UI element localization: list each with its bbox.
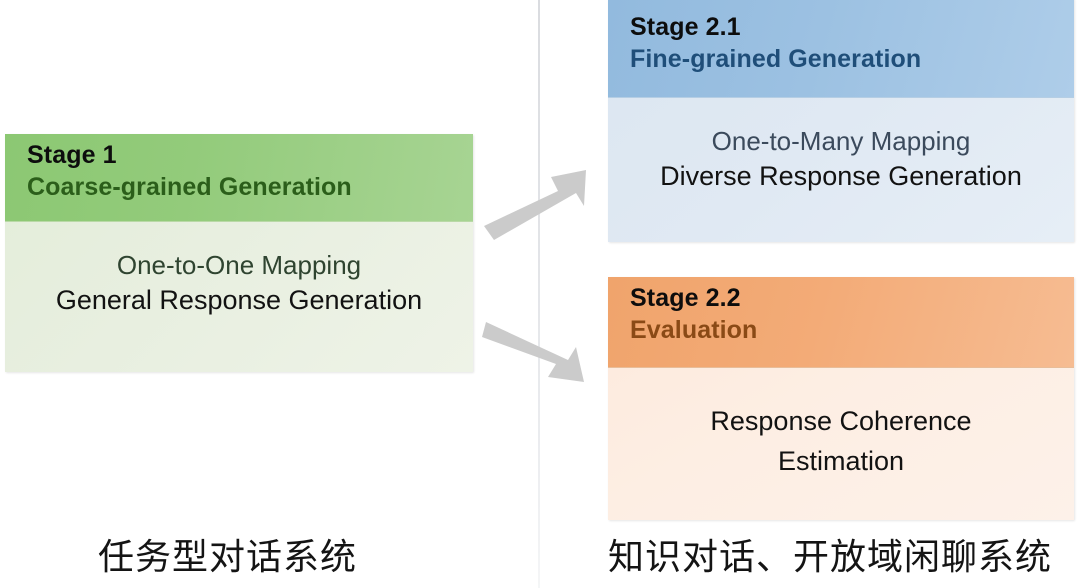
- stage-1-mapping-text: One-to-One Mapping: [116, 250, 362, 280]
- stage-2-1-label: Stage 2.1: [630, 13, 741, 41]
- stage-2-2-line-2: Estimation: [777, 445, 905, 476]
- stage-1-body: One-to-One Mapping General Response Gene…: [5, 222, 473, 318]
- stage-1-card: Stage 1 Coarse-grained Generation One-to…: [5, 134, 473, 372]
- stage-1-header: Stage 1 Coarse-grained Generation: [5, 134, 473, 222]
- stage-2-2-line-1: Response Coherence: [710, 406, 972, 436]
- stage-2-1-header: Stage 2.1 Fine-grained Generation: [608, 0, 1074, 98]
- stage-2-1-mapping-text: One-to-Many Mapping: [711, 126, 971, 156]
- stage-2-2-subtitle: Evaluation: [630, 315, 758, 344]
- stage-2-1-body: One-to-Many Mapping Diverse Response Gen…: [608, 98, 1074, 194]
- arrow-to-stage-2-2-icon: [482, 322, 584, 382]
- arrow-to-stage-2-1-icon: [484, 170, 586, 240]
- stage-1-task-text: General Response Generation: [55, 284, 423, 315]
- caption-right: 知识对话、开放域闲聊系统: [608, 537, 1053, 578]
- stage-2-1-card: Stage 2.1 Fine-grained Generation One-to…: [608, 0, 1074, 242]
- stage-2-1-task-text: Diverse Response Generation: [660, 160, 1022, 191]
- stage-2-1-subtitle: Fine-grained Generation: [630, 44, 922, 73]
- stage-1-subtitle: Coarse-grained Generation: [27, 172, 352, 201]
- stage-2-2-label: Stage 2.2: [630, 284, 741, 312]
- stage-2-2-card: Stage 2.2 Evaluation Response Coherence …: [608, 277, 1074, 520]
- stage-1-label: Stage 1: [27, 141, 117, 169]
- stage-2-2-body: Response Coherence Estimation: [608, 368, 1074, 480]
- stage-2-2-header: Stage 2.2 Evaluation: [608, 277, 1074, 368]
- vertical-divider: [538, 0, 540, 588]
- caption-left: 任务型对话系统: [98, 537, 358, 578]
